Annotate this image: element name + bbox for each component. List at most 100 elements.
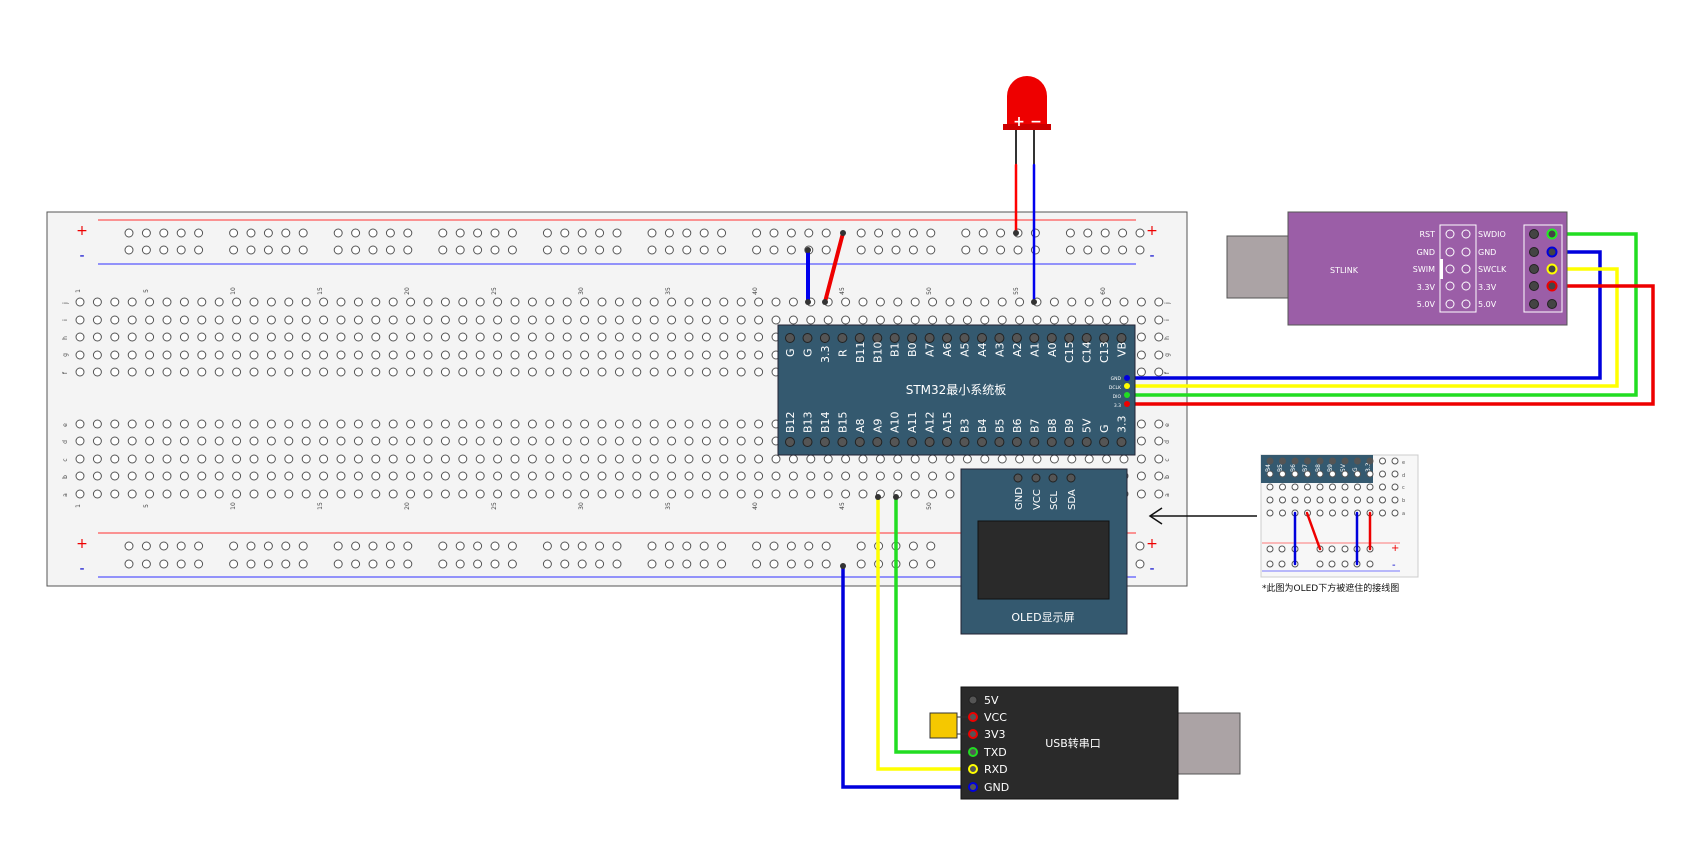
usb-serial-pins: 5V VCC 3V3 TXD RXD GND bbox=[968, 694, 1009, 794]
terminal-hole bbox=[162, 315, 172, 325]
terminal-hole bbox=[997, 297, 1007, 307]
stm32-pin bbox=[1081, 333, 1092, 343]
rail-hole bbox=[159, 541, 169, 551]
col-num: 55 bbox=[1013, 287, 1020, 295]
rail-hole bbox=[978, 228, 988, 238]
rail-hole bbox=[194, 541, 204, 551]
terminal-hole bbox=[632, 367, 642, 377]
rail-hole bbox=[438, 541, 448, 551]
terminal-hole bbox=[406, 332, 416, 342]
inset-hole bbox=[1341, 496, 1349, 504]
terminal-hole bbox=[440, 419, 450, 429]
rail-hole bbox=[1030, 228, 1040, 238]
terminal-hole bbox=[145, 350, 155, 360]
stm32-pin-label: 5V bbox=[1081, 418, 1094, 433]
stlink-right-label: SWDIO bbox=[1478, 230, 1506, 239]
terminal-hole bbox=[232, 350, 242, 360]
terminal-hole bbox=[301, 350, 311, 360]
rail-plus-bottom-right: + bbox=[1146, 536, 1158, 552]
stm32-pin-label: A2 bbox=[1011, 342, 1024, 357]
row-letter: f bbox=[62, 371, 69, 374]
inset-hole bbox=[1341, 483, 1349, 491]
terminal-hole bbox=[75, 367, 85, 377]
terminal-hole bbox=[336, 297, 346, 307]
terminal-hole bbox=[510, 350, 520, 360]
terminal-hole bbox=[545, 315, 555, 325]
stm32-pin-label: 3.3 bbox=[819, 346, 832, 364]
led[interactable]: + − bbox=[1003, 76, 1051, 165]
terminal-hole bbox=[266, 297, 276, 307]
terminal-hole bbox=[353, 367, 363, 377]
inset-row-letter: d bbox=[1402, 473, 1405, 479]
rail-hole bbox=[560, 559, 570, 569]
wire-swd-3v3 bbox=[1123, 284, 1655, 406]
terminal-hole bbox=[440, 297, 450, 307]
stm32-pin-label: B13 bbox=[802, 411, 815, 433]
terminal-hole bbox=[754, 350, 764, 360]
terminal-hole bbox=[736, 454, 746, 464]
rail-hole bbox=[263, 228, 273, 238]
terminal-hole bbox=[928, 315, 938, 325]
stm32-pin bbox=[1046, 333, 1057, 343]
oled-display[interactable]: OLED显示屏 GND VCC SCL SDA bbox=[960, 468, 1128, 635]
rail-hole bbox=[246, 541, 256, 551]
terminal-hole bbox=[475, 419, 485, 429]
usb-serial-pin-label: 3V3 bbox=[984, 728, 1006, 741]
terminal-hole bbox=[353, 419, 363, 429]
stm32-pin-label: A10 bbox=[889, 411, 902, 433]
terminal-hole bbox=[475, 315, 485, 325]
inset-hole bbox=[1329, 470, 1336, 478]
inset-hole bbox=[1391, 496, 1399, 504]
rail-hole bbox=[263, 245, 273, 255]
rail-hole bbox=[438, 228, 448, 238]
rail-hole bbox=[682, 245, 692, 255]
row-letter: d bbox=[1164, 440, 1171, 444]
rail-hole bbox=[351, 541, 361, 551]
terminal-hole bbox=[875, 454, 885, 464]
rail-hole bbox=[333, 245, 343, 255]
terminal-hole bbox=[1102, 297, 1112, 307]
terminal-hole bbox=[266, 350, 276, 360]
rail-hole bbox=[856, 559, 866, 569]
inset-hole bbox=[1291, 483, 1299, 491]
stlink[interactable]: STLINK RST GND SWIM 3.3V 5.0V SWDIO GND … bbox=[1226, 211, 1568, 326]
terminal-hole bbox=[614, 350, 624, 360]
rail-hole bbox=[699, 228, 709, 238]
usb-serial-pin-label: TXD bbox=[983, 746, 1007, 759]
col-num: 30 bbox=[578, 287, 585, 295]
terminal-hole bbox=[371, 297, 381, 307]
terminal-hole bbox=[1067, 454, 1077, 464]
terminal-hole bbox=[945, 471, 955, 481]
inset-rail-hole bbox=[1328, 545, 1336, 553]
terminal-hole bbox=[962, 315, 972, 325]
terminal-hole bbox=[823, 471, 833, 481]
terminal-hole bbox=[319, 350, 329, 360]
inset-hole bbox=[1366, 496, 1374, 504]
terminal-hole bbox=[649, 489, 659, 499]
stm32-pin-label: C14 bbox=[1081, 341, 1094, 363]
terminal-hole bbox=[92, 489, 102, 499]
terminal-hole bbox=[562, 297, 572, 307]
terminal-hole bbox=[197, 471, 207, 481]
stm32-pin bbox=[977, 333, 987, 343]
terminal-hole bbox=[788, 454, 798, 464]
terminal-hole bbox=[1067, 315, 1077, 325]
terminal-hole bbox=[841, 297, 851, 307]
usb-serial-adapter[interactable]: USB转串口 5V VCC 3V3 TXD RXD GND bbox=[929, 686, 1241, 800]
terminal-hole bbox=[667, 297, 677, 307]
rail-hole bbox=[856, 228, 866, 238]
stm32-pin bbox=[959, 437, 970, 447]
rail-hole bbox=[176, 245, 186, 255]
terminal-hole bbox=[406, 367, 416, 377]
terminal-hole bbox=[736, 419, 746, 429]
rail-hole bbox=[978, 245, 988, 255]
column-numbers-top: 1 5 10 15 20 25 30 35 40 45 50 55 60 bbox=[75, 287, 1107, 295]
terminal-hole bbox=[388, 332, 398, 342]
terminal-hole bbox=[580, 471, 590, 481]
terminal-hole bbox=[667, 367, 677, 377]
rail-hole bbox=[821, 228, 831, 238]
rail-hole bbox=[351, 245, 361, 255]
terminal-hole bbox=[423, 332, 433, 342]
rail-hole bbox=[752, 228, 762, 238]
